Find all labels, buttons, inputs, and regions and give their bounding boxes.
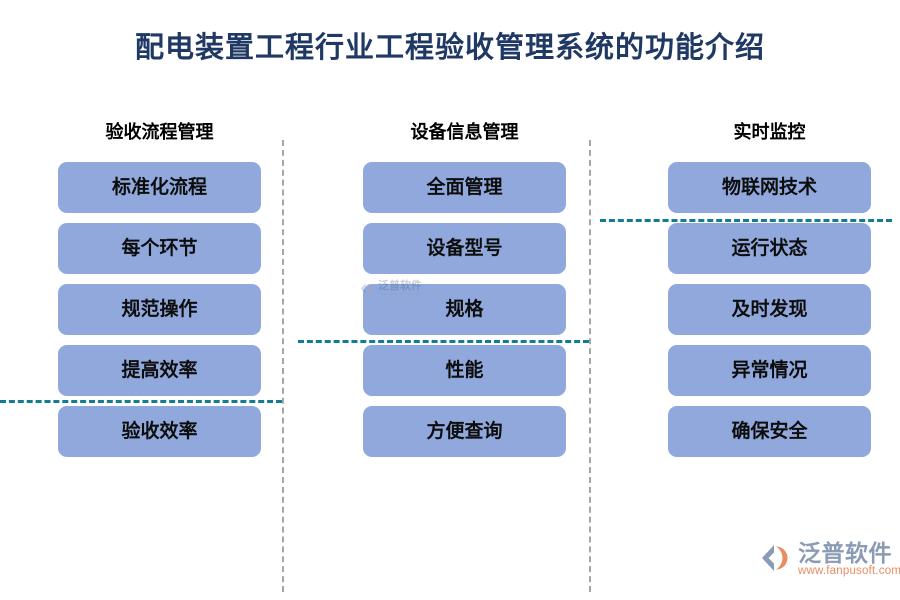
- feature-box[interactable]: 验收效率: [58, 406, 261, 457]
- teal-connector-middle: [298, 340, 589, 343]
- feature-box[interactable]: 异常情况: [668, 345, 871, 396]
- brand-name-cn: 泛普软件: [798, 540, 892, 566]
- feature-box[interactable]: 及时发现: [668, 284, 871, 335]
- box-list-2: 全面管理 设备型号 规格 性能 方便查询: [363, 162, 566, 457]
- feature-box[interactable]: 规格: [363, 284, 566, 335]
- feature-box[interactable]: 方便查询: [363, 406, 566, 457]
- column-header-3: 实时监控: [733, 122, 806, 142]
- feature-box[interactable]: 提高效率: [58, 345, 261, 396]
- column-equipment-info: 设备信息管理 全面管理 设备型号 规格 性能 方便查询: [363, 112, 566, 467]
- brand-text-group: 泛普软件 www.fanpusoft.com: [798, 541, 900, 579]
- teal-connector-left: [0, 400, 282, 403]
- box-list-3: 物联网技术 运行状态 及时发现 异常情况 确保安全: [668, 162, 871, 457]
- column-realtime-monitoring: 实时监控 物联网技术 运行状态 及时发现 异常情况 确保安全: [668, 112, 871, 467]
- teal-connector-right: [600, 219, 892, 222]
- column-header-1: 验收流程管理: [105, 122, 214, 142]
- feature-box[interactable]: 全面管理: [363, 162, 566, 213]
- brand-url: www.fanpusoft.com: [798, 565, 900, 578]
- column-header-2: 设备信息管理: [410, 122, 519, 142]
- feature-box[interactable]: 标准化流程: [58, 162, 261, 213]
- vertical-separator-1: [282, 140, 284, 592]
- feature-box[interactable]: 物联网技术: [668, 162, 871, 213]
- feature-box[interactable]: 性能: [363, 345, 566, 396]
- brand-logo: 泛普软件 www.fanpusoft.com: [760, 541, 900, 579]
- feature-box[interactable]: 运行状态: [668, 223, 871, 274]
- page-title: 配电装置工程行业工程验收管理系统的功能介绍: [134, 32, 765, 64]
- feature-box[interactable]: 确保安全: [668, 406, 871, 457]
- vertical-separator-2: [589, 140, 591, 592]
- box-list-1: 标准化流程 每个环节 规范操作 提高效率 验收效率: [58, 162, 261, 457]
- feature-box[interactable]: 规范操作: [58, 284, 261, 335]
- column-acceptance-process: 验收流程管理 标准化流程 每个环节 规范操作 提高效率 验收效率: [58, 112, 261, 467]
- feature-box[interactable]: 设备型号: [363, 223, 566, 274]
- feature-box[interactable]: 每个环节: [58, 223, 261, 274]
- fanpu-brand-icon: [760, 543, 794, 573]
